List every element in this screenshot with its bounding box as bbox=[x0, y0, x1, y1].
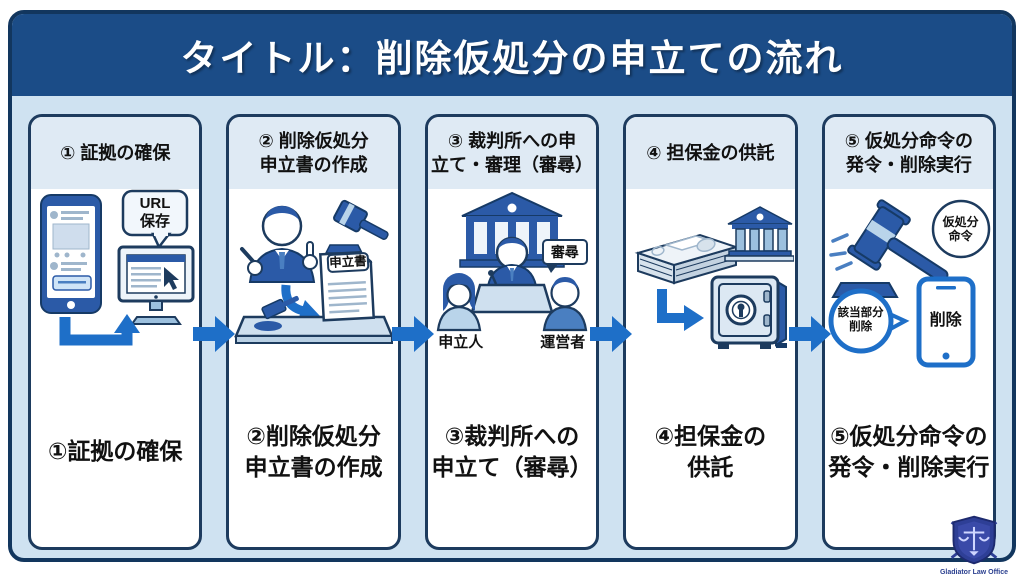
logo-shield-icon bbox=[950, 515, 998, 565]
step-card-1: ① 証拠の確保 bbox=[28, 114, 203, 550]
desk-icon bbox=[233, 315, 394, 344]
hearing-bubble: 審尋 bbox=[541, 239, 588, 265]
operator-icon bbox=[542, 277, 588, 332]
step-card-3: ③ 裁判所への申 立て・審理（審尋） bbox=[424, 114, 600, 550]
step3-header: ③ 裁判所への申 立て・審理（審尋） bbox=[427, 117, 597, 189]
desk-gavel-icon bbox=[253, 295, 299, 331]
step-card-2: ② 削除仮処分 申立書の作成 bbox=[226, 114, 401, 550]
order-scene bbox=[828, 199, 991, 368]
court-scene bbox=[436, 191, 588, 332]
bench-icon bbox=[470, 283, 554, 314]
flow-arrow-icon bbox=[590, 316, 633, 352]
step1-caption: ①証拠の確保 bbox=[47, 438, 183, 465]
scales-icon bbox=[958, 526, 990, 551]
step5-header: ⑤ 仮処分命令の 発令・削除実行 bbox=[824, 117, 994, 189]
cursor-icon bbox=[164, 267, 180, 290]
smartphone-delete-icon bbox=[916, 276, 976, 368]
deletion-bubble-label: 該当部分 削除 bbox=[837, 307, 884, 333]
operator-label: 運営者 bbox=[540, 334, 586, 351]
url-save-bubble-label: URL 保存 bbox=[139, 195, 171, 230]
arrow-gap-2 bbox=[391, 114, 434, 550]
judge-icon bbox=[470, 236, 554, 314]
step1-header: ① 証拠の確保 bbox=[31, 117, 200, 189]
deletion-bubble-shape bbox=[828, 288, 910, 354]
bank-icon bbox=[724, 206, 795, 262]
step-card-4: ④ 担保金の供託 bbox=[623, 114, 798, 550]
flow-arrow-icon bbox=[788, 316, 831, 352]
step-card-5: ⑤ 仮処分命令の 発令・削除実行 bbox=[821, 114, 997, 550]
step5-caption: ⑤仮処分命令の 発令・削除実行 bbox=[828, 422, 990, 480]
impact-lines-icon bbox=[829, 233, 853, 271]
logo: Gladiator Law Office bbox=[932, 514, 1016, 576]
step4-illustration bbox=[626, 189, 795, 371]
gavel-icon bbox=[332, 199, 389, 240]
step4-caption: ④担保金の 供託 bbox=[654, 422, 767, 480]
order-badge-label: 仮処分 命令 bbox=[942, 214, 979, 243]
arrow-gap-4 bbox=[788, 114, 831, 550]
step2-header: ② 削除仮処分 申立書の作成 bbox=[229, 117, 398, 189]
petition-doc-label: 申立書 bbox=[326, 251, 370, 274]
step5-illustration: 仮処分 命令 該当部分 削除 削除 bbox=[825, 189, 993, 371]
monitor-icon bbox=[117, 245, 195, 325]
steps-row: ① 証拠の確保 bbox=[28, 114, 997, 550]
lawyer-icon bbox=[239, 205, 318, 283]
deposit-scene bbox=[635, 206, 795, 349]
applicant-label: 申立人 bbox=[438, 334, 484, 351]
applicant-icon bbox=[436, 273, 482, 332]
infographic-panel: タイトル：削除仮処分の申立ての流れ ① 証拠の確保 bbox=[8, 10, 1016, 562]
money-stack-icon bbox=[635, 233, 740, 285]
step4-header: ④ 担保金の供託 bbox=[626, 117, 795, 189]
flow-arrow-icon bbox=[391, 316, 434, 352]
l-arrow-icon bbox=[59, 314, 141, 346]
page-title: タイトル：削除仮処分の申立ての流れ bbox=[180, 38, 844, 79]
url-save-bubble-shape bbox=[121, 189, 189, 250]
step3-caption: ③裁判所への 申立て（審尋） bbox=[431, 422, 593, 480]
evidence-scene bbox=[40, 189, 195, 346]
phone-delete-label: 削除 bbox=[929, 312, 962, 330]
order-badge-circle bbox=[931, 199, 991, 259]
drafting-scene bbox=[233, 199, 394, 344]
hearing-bubble-tail bbox=[545, 264, 558, 273]
step1-illustration: URL 保存 bbox=[31, 189, 199, 371]
smartphone-icon bbox=[40, 194, 103, 314]
step2-caption: ②削除仮処分 申立書の作成 bbox=[244, 422, 383, 480]
logo-caption: Gladiator Law Office bbox=[939, 569, 1009, 576]
title-bar: タイトル：削除仮処分の申立ての流れ bbox=[12, 14, 1012, 96]
flow-arrow-icon bbox=[193, 316, 236, 352]
arrow-gap-3 bbox=[590, 114, 633, 550]
arrow-gap-1 bbox=[193, 114, 236, 550]
step3-illustration: 審尋 申立人 運営者 bbox=[428, 189, 596, 371]
step2-illustration: 申立書 bbox=[229, 189, 397, 371]
gavel-icon bbox=[846, 199, 949, 283]
l-arrow-icon bbox=[657, 289, 705, 331]
safe-icon bbox=[710, 275, 788, 349]
microphone-icon bbox=[490, 274, 498, 285]
